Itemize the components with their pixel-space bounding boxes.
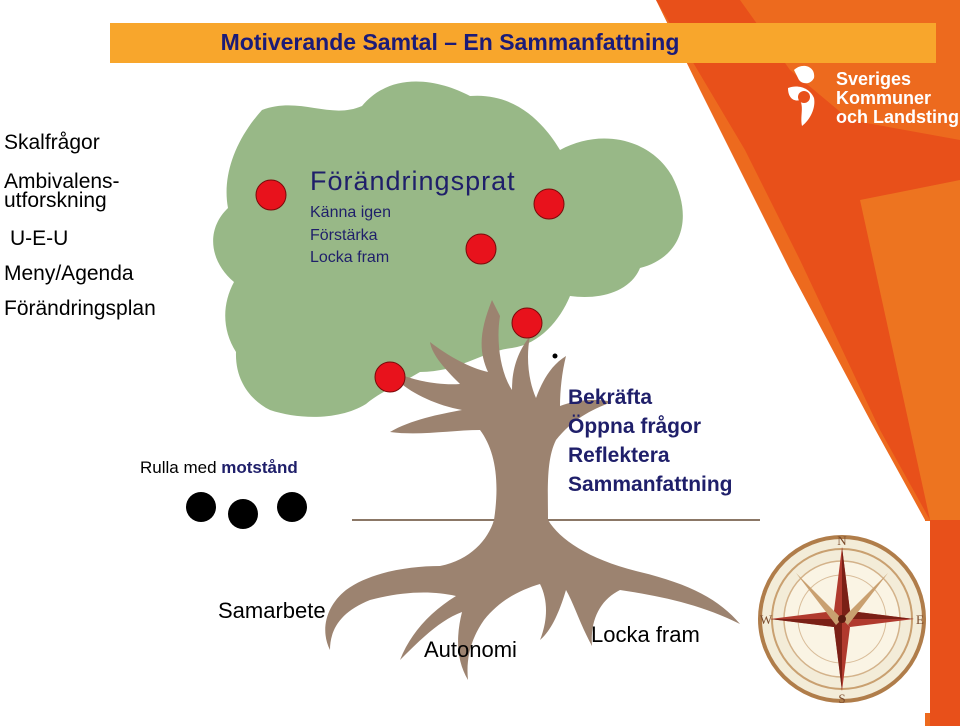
apples (255, 179, 565, 393)
change-talk-heading: Förändringsprat (310, 166, 516, 196)
label-locka-fram: Locka fram (591, 622, 700, 647)
apple (255, 179, 287, 211)
tree-roots (325, 520, 740, 680)
change-talk-item: Förstärka (310, 227, 378, 244)
resistance-label: Rulla med motstånd (140, 458, 298, 478)
logo-text-line2: Kommuner (836, 88, 932, 108)
logo-text-line3: och Landsting (836, 107, 959, 127)
resistance-dots (186, 492, 307, 529)
compass-w: W (760, 612, 773, 627)
logo-text-line1: Sveriges (836, 69, 912, 89)
label-autonomi: Autonomi (424, 637, 517, 662)
left-item-utforskning: utforskning (4, 189, 107, 212)
change-talk-item: Känna igen (310, 204, 391, 221)
left-item-forandringsplan: Förändringsplan (4, 297, 156, 320)
resistance-dot (186, 492, 216, 522)
left-item-ueu: U-E-U (10, 227, 69, 250)
compass-n: N (837, 533, 847, 548)
resistance-dot (277, 492, 307, 522)
bullet-dot (552, 353, 558, 359)
apple (465, 233, 497, 265)
right-item-bekrafta: Bekräfta (568, 386, 653, 409)
compass-s: S (838, 691, 845, 706)
right-item-sammanfattning: Sammanfattning (568, 473, 733, 496)
title-bar: Motiverande Samtal – En Sammanfattning (110, 23, 936, 63)
brand-corner-shape (656, 0, 960, 726)
compass-rose-icon (770, 547, 914, 691)
tree-trunk (386, 300, 612, 520)
label-samarbete: Samarbete (218, 598, 326, 623)
slide-title: Motiverande Samtal – En Sammanfattning (220, 29, 680, 55)
right-item-oppna-fragor: Öppna frågor (568, 415, 702, 438)
left-item-skalfragor: Skalfrågor (4, 131, 100, 154)
logo-figure-icon (788, 65, 815, 126)
left-item-meny-agenda: Meny/Agenda (4, 262, 134, 285)
resistance-label-prefix: Rulla med (140, 458, 222, 477)
right-item-reflektera: Reflektera (568, 444, 670, 467)
resistance-label-bold: motstånd (221, 458, 298, 477)
change-talk-item: Locka fram (310, 249, 390, 266)
apple (511, 307, 543, 339)
compass-e: E (916, 612, 924, 627)
compass-image: N S E W (754, 521, 930, 713)
apple (533, 188, 565, 220)
left-item-ambivalens: Ambivalens- (4, 170, 120, 193)
apple (374, 361, 406, 393)
tree-canopy (213, 81, 683, 417)
resistance-dot (228, 499, 258, 529)
